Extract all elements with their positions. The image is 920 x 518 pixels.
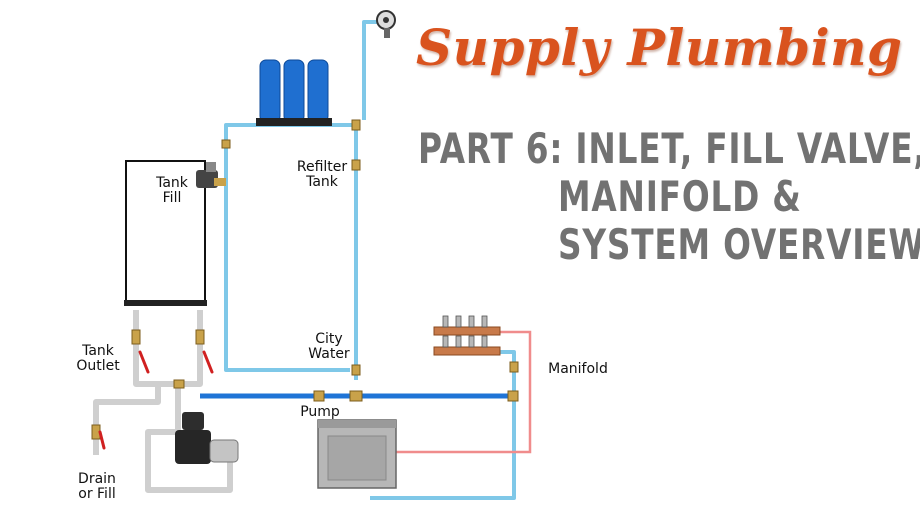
subtitle-line-2: MANIFOLD &: [558, 172, 802, 221]
city-inlet-pipe: [362, 20, 380, 120]
gauge: [376, 10, 396, 38]
fitting: [351, 159, 361, 171]
cold-pipes: [224, 20, 516, 500]
label-refilter-tank: Refilter Tank: [296, 159, 348, 190]
label-tank-fill: Tank Fill: [156, 175, 188, 206]
fitting: [313, 390, 325, 402]
manifold-supply-pipe: [370, 396, 516, 500]
fitting: [195, 329, 205, 345]
water-heater: [317, 419, 397, 489]
filter-housings: [256, 59, 332, 126]
manifold-cold-pipe: [500, 350, 516, 396]
fitting: [509, 361, 519, 373]
manifolds: [433, 315, 501, 356]
fill-valve: [196, 162, 226, 188]
label-manifold: Manifold: [548, 361, 608, 377]
label-city-water: City Water: [308, 331, 350, 362]
label-drain-or-fill: Drain or Fill: [78, 471, 116, 502]
fitting: [507, 390, 519, 402]
manifold-bar-top: [433, 326, 501, 336]
fitting: [349, 390, 363, 402]
outlet-pipes: [93, 310, 233, 493]
water-tank: [125, 160, 206, 304]
filter-housing-1: [259, 59, 281, 123]
valve-handle: [138, 350, 150, 374]
outlet-left-pipe: [133, 310, 203, 387]
subtitle-line-3: SYSTEM OVERVIEW: [558, 220, 920, 269]
filter-housing-2: [283, 59, 305, 123]
subtitle-line-1: PART 6: INLET, FILL VALVE,: [418, 124, 920, 173]
label-tank-outlet: Tank Outlet: [76, 343, 120, 374]
filter-housing-3: [307, 59, 329, 123]
valve-handle: [202, 350, 214, 374]
fitting: [351, 364, 361, 376]
label-pump: Pump: [300, 404, 340, 420]
fitting: [221, 139, 231, 149]
fitting: [131, 329, 141, 345]
fitting: [173, 379, 185, 389]
filter-head: [256, 118, 332, 126]
page-title: Supply Plumbing: [416, 18, 903, 77]
fitting: [351, 119, 361, 131]
manifold-bar-bottom: [433, 346, 501, 356]
tank-base: [124, 300, 207, 306]
fittings: [91, 119, 519, 440]
valve-handle: [98, 430, 106, 450]
hot-line: [368, 330, 532, 454]
pump: [175, 412, 239, 464]
refilter-loop-pipe: [224, 123, 358, 380]
valve-handles: [98, 350, 214, 450]
